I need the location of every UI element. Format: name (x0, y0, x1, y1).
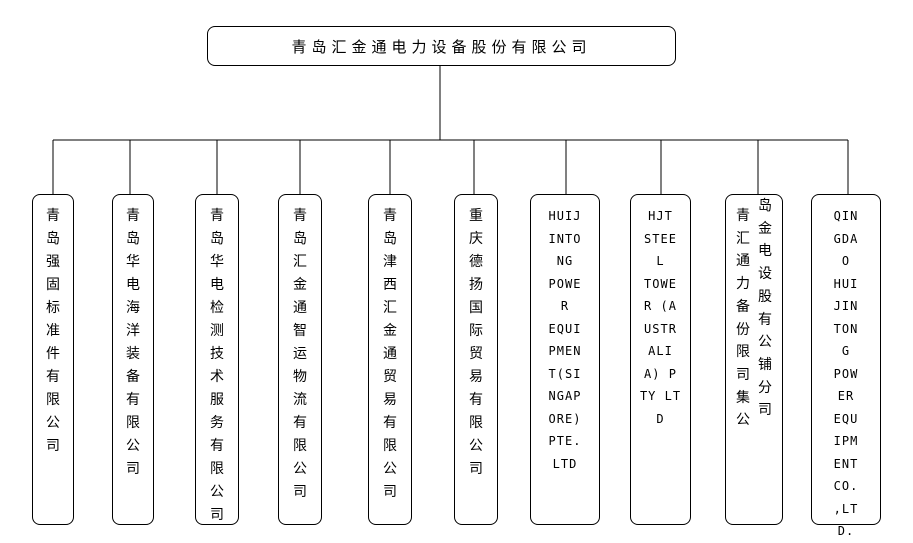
subsidiary-box-huadian-testing: 青 岛 华 电 检 测 技 术 服 务 有 限 公 司 (195, 194, 239, 525)
subsidiary-name: HUIJ INTO NG POWE R EQUI PMEN T(SI NGAP … (548, 209, 582, 471)
subsidiary-name: 青 岛 汇 金 通 智 运 物 流 有 限 公 司 (293, 208, 307, 500)
subsidiary-name: 青 岛 津 西 汇 金 通 贸 易 有 限 公 司 (383, 208, 397, 500)
subsidiary-box-qingdao-huijintong: QIN GDA O HUI JIN TON G POW ER EQU IPM E… (811, 194, 881, 538)
subsidiary-box-huadian-marine: 青 岛 华 电 海 洋 装 备 有 限 公 司 (112, 194, 154, 525)
subsidiary-box-branch: 青 汇 通 力 备 份 限 司 集 公 岛 金 电 设 股 有 公 铺 分 司 (725, 194, 783, 525)
subsidiary-box-qiangu: 青 岛 强 固 标 准 件 有 限 公 司 (32, 194, 74, 525)
subsidiary-box-chongqing-deyang: 重 庆 德 扬 国 际 贸 易 有 限 公 司 (454, 194, 498, 525)
subsidiary-name-col-left: 青 汇 通 力 备 份 限 司 集 公 (736, 208, 750, 429)
subsidiary-name: 青 岛 强 固 标 准 件 有 限 公 司 (46, 208, 60, 454)
subsidiary-name: QIN GDA O HUI JIN TON G POW ER EQU IPM E… (833, 209, 859, 538)
subsidiary-name-col-right: 岛 金 电 设 股 有 公 铺 分 司 (758, 198, 772, 419)
subsidiary-name: 青 岛 华 电 海 洋 装 备 有 限 公 司 (126, 208, 140, 477)
subsidiary-name: 重 庆 德 扬 国 际 贸 易 有 限 公 司 (469, 208, 483, 477)
parent-company-box: 青岛汇金通电力设备股份有限公司 (207, 26, 676, 66)
parent-company-name: 青岛汇金通电力设备股份有限公司 (291, 37, 592, 56)
subsidiary-box-australia: HJT STEE L TOWE R (A USTR ALI A) P TY LT… (630, 194, 691, 525)
subsidiary-box-singapore: HUIJ INTO NG POWE R EQUI PMEN T(SI NGAP … (530, 194, 600, 525)
subsidiary-name: 青 汇 通 力 备 份 限 司 集 公 岛 金 电 设 股 有 公 铺 分 司 (726, 198, 782, 432)
subsidiary-box-jinxi-trading: 青 岛 津 西 汇 金 通 贸 易 有 限 公 司 (368, 194, 412, 525)
subsidiary-name: HJT STEE L TOWE R (A USTR ALI A) P TY LT… (639, 209, 682, 426)
subsidiary-box-logistics: 青 岛 汇 金 通 智 运 物 流 有 限 公 司 (278, 194, 322, 525)
subsidiary-name: 青 岛 华 电 检 测 技 术 服 务 有 限 公 司 (210, 208, 224, 523)
